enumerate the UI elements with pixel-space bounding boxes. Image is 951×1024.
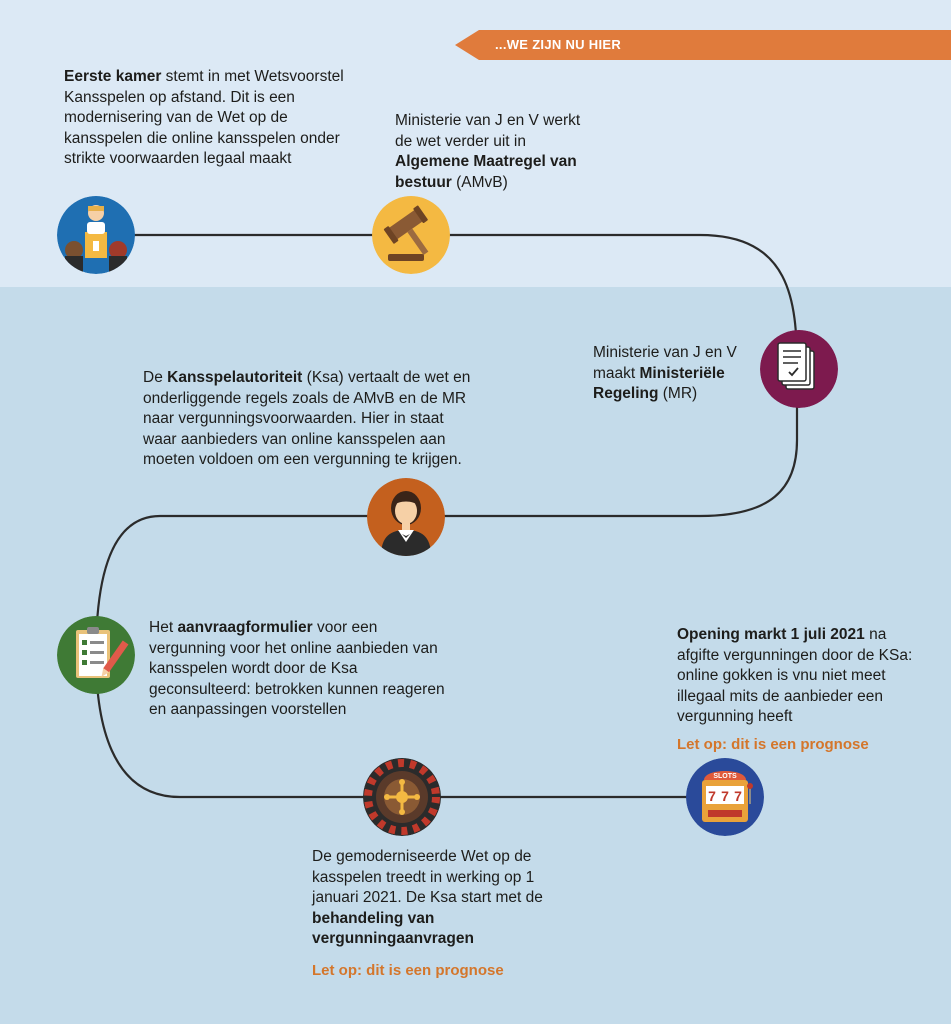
- svg-text:SLOTS: SLOTS: [713, 773, 737, 780]
- step-1-text: Eerste kamer stemt in met Wetsvoorstel K…: [64, 68, 344, 167]
- step-3-bold: Ministeriële Regeling: [593, 364, 725, 403]
- step-6-bold: behandeling van vergunningaanvragen: [312, 909, 474, 948]
- step-5-text: Het aanvraagformulier voor een vergunnin…: [149, 619, 445, 718]
- svg-text:7: 7: [734, 788, 742, 804]
- current-position-banner: ...WE ZIJN NU HIER: [455, 30, 951, 60]
- step-2-text: Ministerie van J en V werkt de wet verde…: [395, 112, 581, 191]
- gavel-icon: [372, 196, 450, 274]
- svg-text:7: 7: [708, 788, 716, 804]
- step-7-warning: Let op: dit is een prognose: [677, 736, 869, 753]
- bottom-band: [0, 287, 951, 1024]
- checklist-icon: [57, 616, 135, 694]
- banner-label: ...WE ZIJN NU HIER: [495, 37, 622, 52]
- step-6-warning: Let op: dit is een prognose: [312, 962, 504, 979]
- slot-machine-icon: SLOTS 7 7 7: [686, 758, 764, 836]
- step-3-text: Ministerie van J en V maakt Ministeriële…: [593, 344, 737, 403]
- step-7-bold: Opening markt 1 juli 2021: [677, 626, 865, 643]
- roulette-icon: [363, 758, 441, 836]
- svg-text:7: 7: [721, 788, 729, 804]
- step-4-text: De Kansspelautoriteit (Ksa) vertaalt de …: [143, 369, 471, 468]
- step-4-bold: Kansspelautoriteit: [167, 369, 303, 386]
- step-5-bold: aanvraagformulier: [177, 619, 313, 636]
- step-7-text: Opening markt 1 juli 2021 na afgifte ver…: [677, 626, 913, 725]
- step-6-text: De gemoderniseerde Wet op de kasspelen t…: [312, 848, 543, 948]
- parliament-speaker-icon: [57, 196, 135, 274]
- step-1-bold: Eerste kamer: [64, 68, 162, 85]
- step-2-bold: Algemene Maatregel van bestuur: [395, 153, 577, 191]
- croupier-icon: [367, 478, 445, 556]
- documents-icon: [760, 330, 838, 408]
